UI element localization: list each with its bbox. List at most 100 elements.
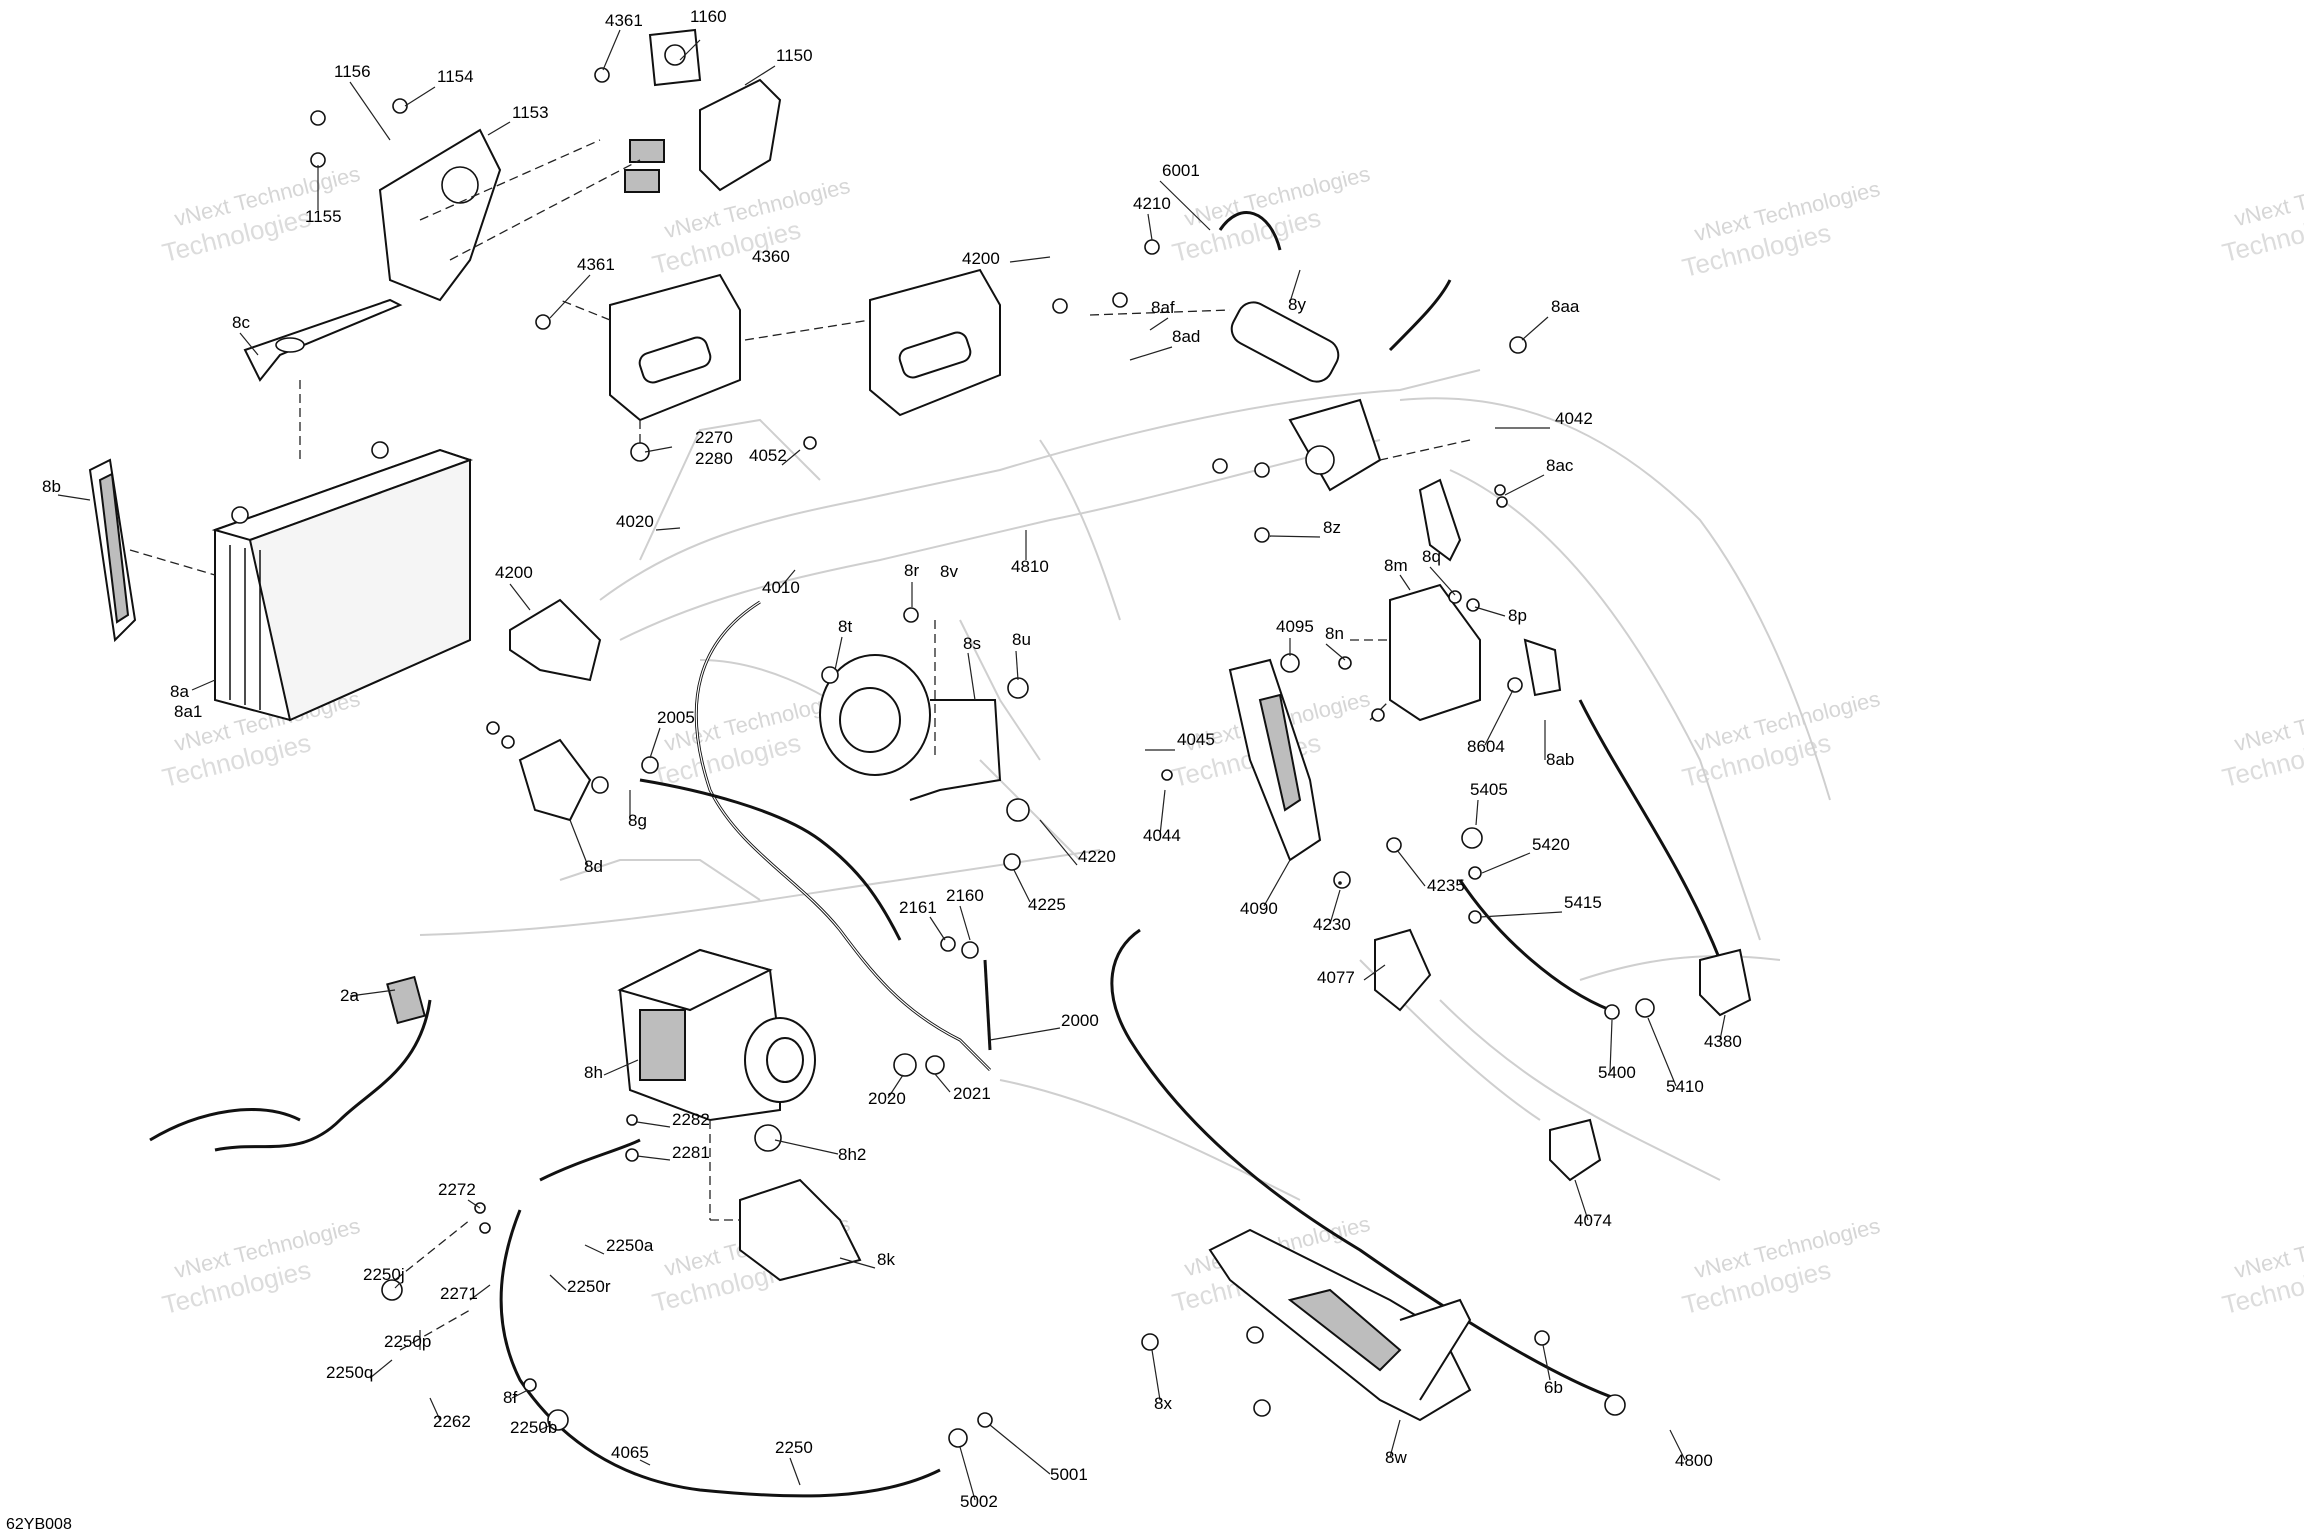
part-label-4360: 4360 [752,247,790,266]
part-label-8m: 8m [1384,556,1408,575]
part-label-8ac: 8ac [1546,456,1574,475]
part-label-8r: 8r [904,561,919,580]
part-label-6001: 6001 [1162,161,1200,180]
part-label-4200: 4200 [495,563,533,582]
relay-housing-1153 [378,128,502,302]
bracket-8ac [1418,478,1462,562]
part-label-8aa: 8aa [1551,297,1580,316]
part-label-4800: 4800 [1675,1451,1713,1470]
part-label-4220: 4220 [1078,847,1116,866]
connector-2a [386,975,426,1025]
fasteners [310,67,1655,1448]
part-label-4810: 4810 [1011,557,1049,576]
part-label-8ad: 8ad [1172,327,1200,346]
part-label-2160: 2160 [946,886,984,905]
part-label-8h: 8h [584,1063,603,1082]
part-label-4042: 4042 [1555,409,1593,428]
part-label-1155: 1155 [305,207,342,226]
part-label-2161: 2161 [899,898,937,917]
part-label-4044: 4044 [1143,826,1181,845]
gasket-1160 [648,28,702,87]
ecu-module-right [869,268,1001,417]
part-label-2250j: 2250j [363,1265,405,1284]
part-label-4020: 4020 [616,512,654,531]
part-label-8s: 8s [963,634,981,653]
pedal-assembly-8w [1208,1228,1472,1422]
connector-1150 [624,78,782,193]
connector-8ab [1523,638,1562,697]
abs-module-8h [617,948,816,1122]
part-label-8a: 8a [170,682,189,701]
part-label-1154: 1154 [437,67,474,86]
diagram-code: 62YB008 [6,1516,72,1533]
part-label-4065: 4065 [611,1443,649,1462]
part-label-2281: 2281 [672,1143,710,1162]
part-label-2005: 2005 [657,708,695,727]
part-label-2272: 2272 [438,1180,476,1199]
part-label-2250: 2250 [775,1438,813,1457]
horn [819,654,1002,801]
guard-4200 [509,598,602,682]
part-label-5410: 5410 [1666,1077,1704,1096]
part-label-2270: 2270 [695,428,733,447]
part-label-4380: 4380 [1704,1032,1742,1051]
part-label-4052: 4052 [749,446,787,465]
part-label-4090: 4090 [1240,899,1278,918]
sensor-bracket-4090 [1228,658,1322,862]
part-label-8h2: 8h2 [838,1145,866,1164]
part-label-2271: 2271 [440,1284,478,1303]
battery [211,441,474,722]
part-label-2262: 2262 [433,1412,471,1431]
part-label-4095: 4095 [1276,617,1314,636]
part-label-4225: 4225 [1028,895,1066,914]
bracket-4077 [1374,928,1432,1012]
part-label-4230: 4230 [1313,915,1351,934]
part-label-8d: 8d [584,857,603,876]
part-label-8c: 8c [232,313,250,332]
part-label-8p: 8p [1508,606,1527,625]
battery-bracket [243,298,403,382]
part-label-8k: 8k [877,1250,895,1269]
part-label-4010: 4010 [762,578,800,597]
part-label-2021: 2021 [953,1084,991,1103]
leader-lines [57,29,1726,1501]
part-label-4077: 4077 [1317,968,1355,987]
part-label-8f: 8f [503,1388,517,1407]
main-harness-wires [149,211,1722,1498]
abs-bracket-8k [739,1178,862,1282]
part-label-2020: 2020 [868,1089,906,1108]
part-label-2280: 2280 [695,449,733,468]
part-label-4361: 4361 [605,11,643,30]
part-label-6b: 6b [1544,1378,1563,1397]
part-label-8n: 8n [1325,624,1344,643]
actuator-8y [1230,301,1382,492]
part-label-4074: 4074 [1574,1211,1612,1230]
part-label-1156: 1156 [334,62,371,81]
part-label-2a: 2a [340,986,359,1005]
part-label-1150: 1150 [776,46,813,65]
battery-strap [88,458,137,643]
part-label-5420: 5420 [1532,835,1570,854]
part-label-8q: 8q [1422,547,1441,566]
part-label-5400: 5400 [1598,1063,1636,1082]
part-label-4200: 4200 [962,249,1000,268]
part-label-2282: 2282 [672,1110,710,1129]
part-label-5002: 5002 [960,1492,998,1511]
ecu-module-left [609,273,741,422]
part-label-2000: 2000 [1061,1011,1099,1030]
part-label-8x: 8x [1154,1394,1172,1413]
part-label-8ab: 8ab [1546,750,1574,769]
part-label-8b: 8b [42,477,61,496]
part-label-4210: 4210 [1133,194,1171,213]
part-label-8v: 8v [940,562,958,581]
part-label-8af: 8af [1151,298,1175,317]
part-label-4045: 4045 [1177,730,1215,749]
part-label-1160: 1160 [690,7,727,26]
clip-4074 [1549,1118,1602,1182]
part-label-5415: 5415 [1564,893,1602,912]
part-label-8u: 8u [1012,630,1031,649]
part-label-8w: 8w [1385,1448,1407,1467]
part-label-8t: 8t [838,617,852,636]
